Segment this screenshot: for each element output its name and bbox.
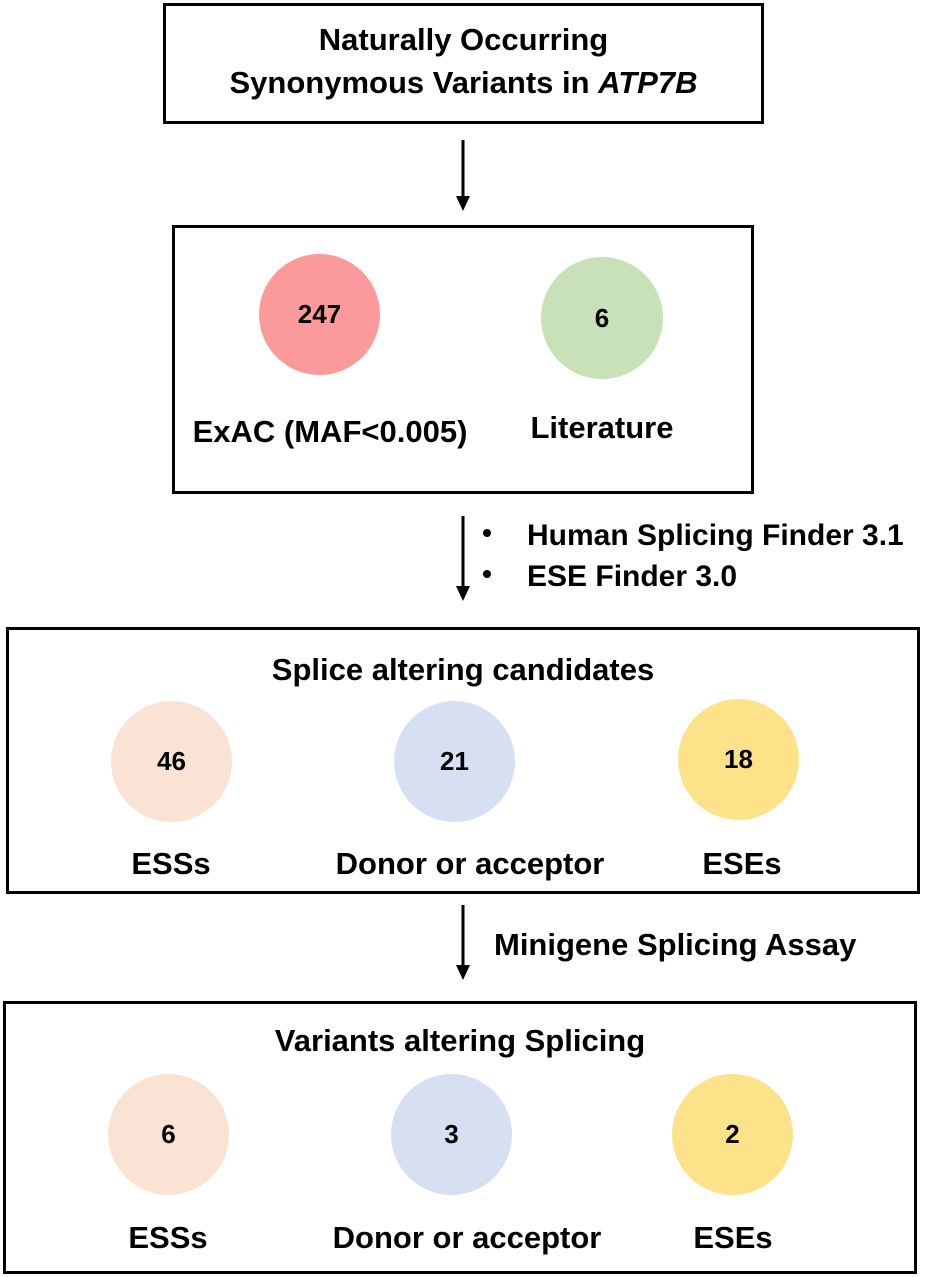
candidate-circle-donor-acceptor: 21 (394, 701, 515, 822)
candidates-title: Splice altering candidates (271, 652, 655, 687)
tool-label: ESE Finder 3.0 (527, 560, 738, 593)
candidate-label-donor-acceptor: Donor or acceptor (335, 846, 605, 881)
sources-box: 247 ExAC (MAF<0.005) 6 Literature (172, 225, 754, 494)
source-label-exac: ExAC (MAF<0.005) (192, 414, 468, 449)
tool-item: ESE Finder 3.0 (483, 560, 737, 594)
title-box: Naturally Occurring Synonymous Variants … (163, 3, 764, 124)
title-line-1: Naturally Occurring (318, 22, 609, 57)
bullet-icon (483, 570, 491, 579)
tool-label: Human Splicing Finder 3.1 (527, 519, 904, 552)
source-label-literature: Literature (530, 410, 674, 445)
arrow-down-icon (456, 516, 470, 601)
arrow-down-icon (456, 905, 470, 980)
altering-label-eses: ESEs (693, 1220, 773, 1255)
altering-title: Variants altering Splicing (274, 1023, 646, 1058)
candidates-box: Splice altering candidates 46 ESSs 21 Do… (6, 627, 920, 894)
gene-name: ATP7B (598, 65, 698, 100)
candidate-label-esss: ESSs (131, 846, 211, 881)
bullet-icon (483, 529, 491, 538)
altering-circle-esss: 6 (108, 1074, 229, 1195)
assay-label: Minigene Splicing Assay (494, 927, 857, 962)
title-line-2: Synonymous Variants in ATP7B (166, 67, 761, 98)
source-circle-literature: 6 (541, 257, 663, 379)
altering-label-donor-acceptor: Donor or acceptor (332, 1220, 602, 1255)
arrow-down-icon (456, 140, 470, 211)
altering-label-esss: ESSs (128, 1220, 208, 1255)
candidate-label-eses: ESEs (702, 846, 782, 881)
tool-item: Human Splicing Finder 3.1 (483, 519, 904, 553)
altering-circle-eses: 2 (672, 1074, 793, 1195)
altering-circle-donor-acceptor: 3 (391, 1074, 512, 1195)
altering-box: Variants altering Splicing 6 ESSs 3 Dono… (3, 1001, 917, 1274)
candidate-circle-esss: 46 (111, 701, 232, 822)
source-circle-exac: 247 (259, 254, 380, 375)
title-line-2-prefix: Synonymous Variants in (229, 65, 599, 100)
candidate-circle-eses: 18 (678, 699, 799, 820)
